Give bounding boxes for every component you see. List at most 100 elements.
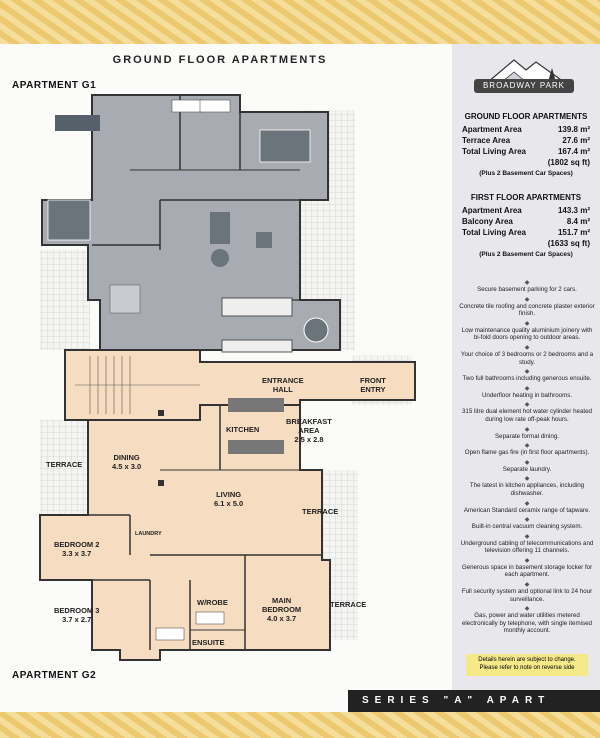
area-word: AREA: [298, 426, 320, 435]
entrance-word: ENTRANCE: [262, 376, 304, 385]
feature-item: ◆Your choice of 3 bedrooms or 2 bedrooms…: [458, 345, 596, 366]
kitchen-label: KITCHEN: [226, 425, 260, 434]
spec-row: Total Living Area 167.4 m²: [462, 146, 590, 157]
breakfast-size: 2.5 x 2.8: [294, 435, 324, 444]
spec-value: 143.3 m²: [557, 206, 590, 215]
ground-floor-note: (Plus 2 Basement Car Spaces): [479, 170, 573, 177]
spec-value: 8.4 m²: [566, 217, 590, 226]
feature-item: ◆Underfloor heating in bathrooms.: [458, 386, 596, 400]
feature-text: Low maintenance quality aluminium joiner…: [461, 326, 593, 342]
spec-value: 167.4 m²: [557, 147, 590, 156]
feature-item: ◆Full security system and optional link …: [458, 582, 596, 603]
laundry-label: LAUNDRY: [135, 531, 162, 537]
first-floor-note: (Plus 2 Basement Car Spaces): [479, 251, 573, 258]
feature-item: ◆Separate formal dining.: [458, 427, 596, 441]
page-title: GROUND FLOOR APARTMENTS: [112, 54, 328, 66]
feature-text: 315 litre dual element hot water cylinde…: [461, 408, 593, 423]
ground-floor-heading: GROUND FLOOR APARTMENTS: [464, 112, 588, 121]
living-label: LIVING 6.1 x 5.0: [214, 490, 243, 508]
floor-plan: [39, 94, 416, 661]
bedroom-3-size: 3.7 x 2.7: [62, 615, 92, 624]
spec-row: (1802 sq ft): [462, 157, 590, 168]
top-decorative-band: [0, 0, 600, 44]
feature-item: ◆Open flame gas fire (in first floor apa…: [458, 443, 596, 457]
feature-item: ◆315 litre dual element hot water cylind…: [458, 402, 596, 423]
bedroom-2-label: BEDROOM 2 3.3 x 3.7: [54, 540, 99, 558]
bottom-decorative-band: [0, 712, 600, 738]
feature-item: ◆Concrete tile roofing and concrete plas…: [458, 297, 596, 318]
feature-text: Separate formal dining.: [495, 432, 559, 440]
spec-value: (1633 sq ft): [547, 239, 590, 248]
feature-text: Separate laundry.: [502, 465, 552, 473]
bullet-icon: ◆: [524, 606, 530, 613]
dining-size: 4.5 x 3.0: [112, 462, 142, 471]
front-word: FRONT: [360, 376, 386, 385]
bullet-icon: ◆: [524, 385, 530, 392]
ensuite-label: ENSUITE: [192, 638, 225, 647]
feature-text: Underground cabling of telecommunication…: [460, 539, 594, 555]
living-word: LIVING: [216, 490, 242, 499]
feature-text: Generous space in basement storage locke…: [461, 563, 593, 579]
feature-text: Two full bathrooms including generous en…: [462, 375, 592, 383]
terrace-label-1: TERRACE: [46, 460, 83, 469]
feature-item: ◆The latest in kitchen appliances, inclu…: [458, 476, 596, 497]
spec-row: (1633 sq ft): [462, 238, 590, 249]
bullet-icon: ◆: [524, 344, 530, 351]
breakfast-word: BREAKFAST: [286, 417, 332, 426]
dining-word: DINING: [113, 453, 140, 462]
bullet-icon: ◆: [524, 426, 530, 433]
feature-text: Underfloor heating in bathrooms.: [481, 391, 573, 399]
bullet-icon: ◆: [524, 402, 530, 409]
feature-item: ◆Secure basement parking for 2 cars.: [458, 280, 596, 294]
feature-text: Concrete tile roofing and concrete plast…: [459, 302, 595, 318]
feature-text: Your choice of 3 bedrooms or 2 bedrooms …: [460, 350, 594, 366]
spec-panel: [452, 44, 600, 694]
disclaimer-notice: Details herein are subject to change. Pl…: [466, 654, 588, 676]
front-entry-label: FRONT ENTRY: [360, 376, 386, 394]
bullet-icon: ◆: [524, 582, 530, 589]
spec-label: Total Living Area: [462, 147, 527, 156]
terrace-label-3: TERRACE: [330, 600, 367, 609]
spec-label: Balcony Area: [462, 217, 513, 226]
entry-word: ENTRY: [360, 385, 386, 394]
feature-item: ◆Gas, power and water utilities metered …: [458, 606, 596, 635]
bedroom-word: BEDROOM: [262, 605, 302, 614]
series-banner: SERIES "A" APART: [348, 690, 600, 712]
main-bedroom-label: MAIN BEDROOM 4.0 x 3.7: [262, 596, 301, 623]
apartment-g1-label: APARTMENT G1: [12, 80, 97, 91]
bullet-icon: ◆: [524, 320, 530, 327]
logo-text: BROADWAY PARK: [474, 79, 574, 93]
spec-label: Apartment Area: [462, 125, 522, 134]
bullet-icon: ◆: [524, 557, 530, 564]
feature-list: ◆Secure basement parking for 2 cars. ◆Co…: [458, 280, 596, 638]
terrace-label-2: TERRACE: [302, 507, 339, 516]
wrobe-label: W/ROBE: [197, 598, 228, 607]
breakfast-area-label: BREAKFAST AREA 2.5 x 2.8: [286, 417, 332, 444]
feature-text: American Standard ceramix range of tapwa…: [463, 506, 591, 514]
stairs: [75, 356, 200, 414]
spec-value: 151.7 m²: [557, 228, 590, 237]
entrance-hall-label: ENTRANCE HALL: [262, 376, 304, 394]
disclaimer-line-1: Details herein are subject to change.: [478, 657, 576, 663]
spec-value: (1802 sq ft): [547, 158, 590, 167]
feature-item: ◆Low maintenance quality aluminium joine…: [458, 321, 596, 342]
feature-item: ◆Underground cabling of telecommunicatio…: [458, 534, 596, 555]
main-word: MAIN: [272, 596, 292, 605]
feature-item: ◆American Standard ceramix range of tapw…: [458, 501, 596, 515]
hall-word: HALL: [272, 385, 293, 394]
apartment-g2-label: APARTMENT G2: [12, 670, 97, 681]
dining-label: DINING 4.5 x 3.0: [112, 453, 141, 471]
bullet-icon: ◆: [524, 517, 530, 524]
bullet-icon: ◆: [524, 369, 530, 376]
bullet-icon: ◆: [524, 296, 530, 303]
feature-text: Full security system and optional link t…: [461, 588, 593, 603]
feature-item: ◆Generous space in basement storage lock…: [458, 558, 596, 579]
main-bedroom-size: 4.0 x 3.7: [266, 614, 297, 623]
living-size: 6.1 x 5.0: [214, 499, 244, 508]
bedroom-3-label: BEDROOM 3 3.7 x 2.7: [54, 606, 99, 624]
bullet-icon: ◆: [524, 280, 530, 286]
